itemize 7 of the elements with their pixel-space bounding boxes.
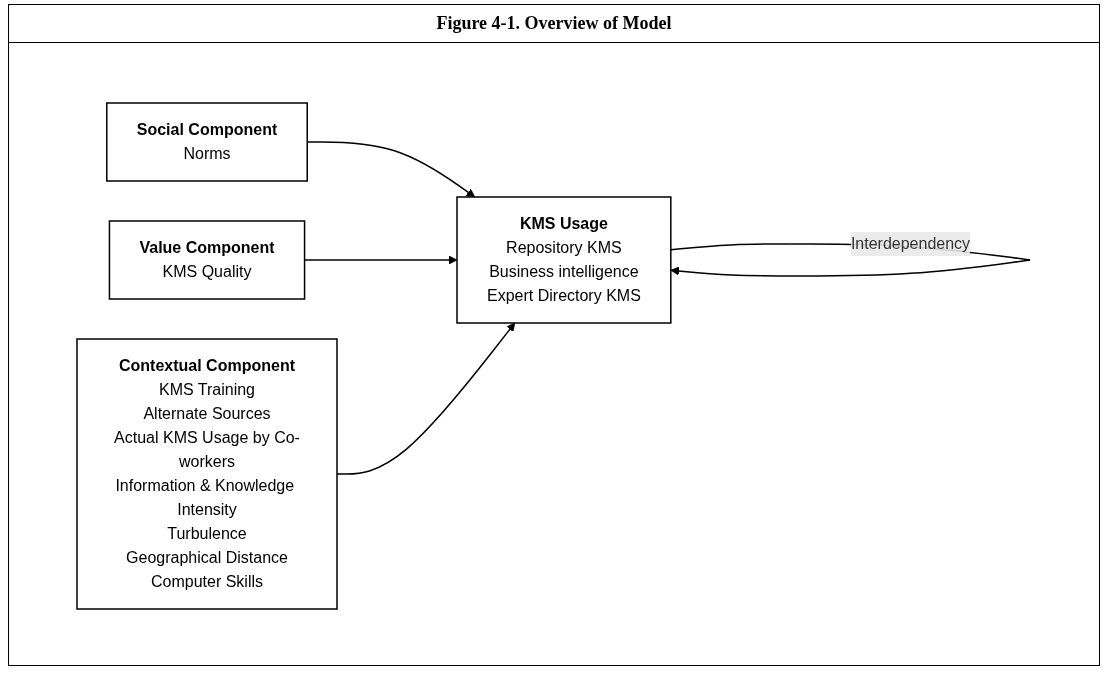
figure-title: Figure 4-1. Overview of Model	[9, 5, 1099, 43]
node-box: Social Component Norms	[106, 102, 309, 182]
edge-label: Interdependency	[851, 235, 971, 252]
node-box: Contextual Component KMS Training Alternate Sources Actual KMS Usage by Co-workers Information & Knowledge Intensity Turbulence Geographical Distance Computer Skills	[76, 338, 339, 610]
arrow	[304, 255, 458, 265]
node-box: KMS Usage Repository KMS Business intelligence Expert Directory KMS	[456, 196, 672, 324]
node-box: Value Component KMS Quality	[109, 220, 306, 300]
